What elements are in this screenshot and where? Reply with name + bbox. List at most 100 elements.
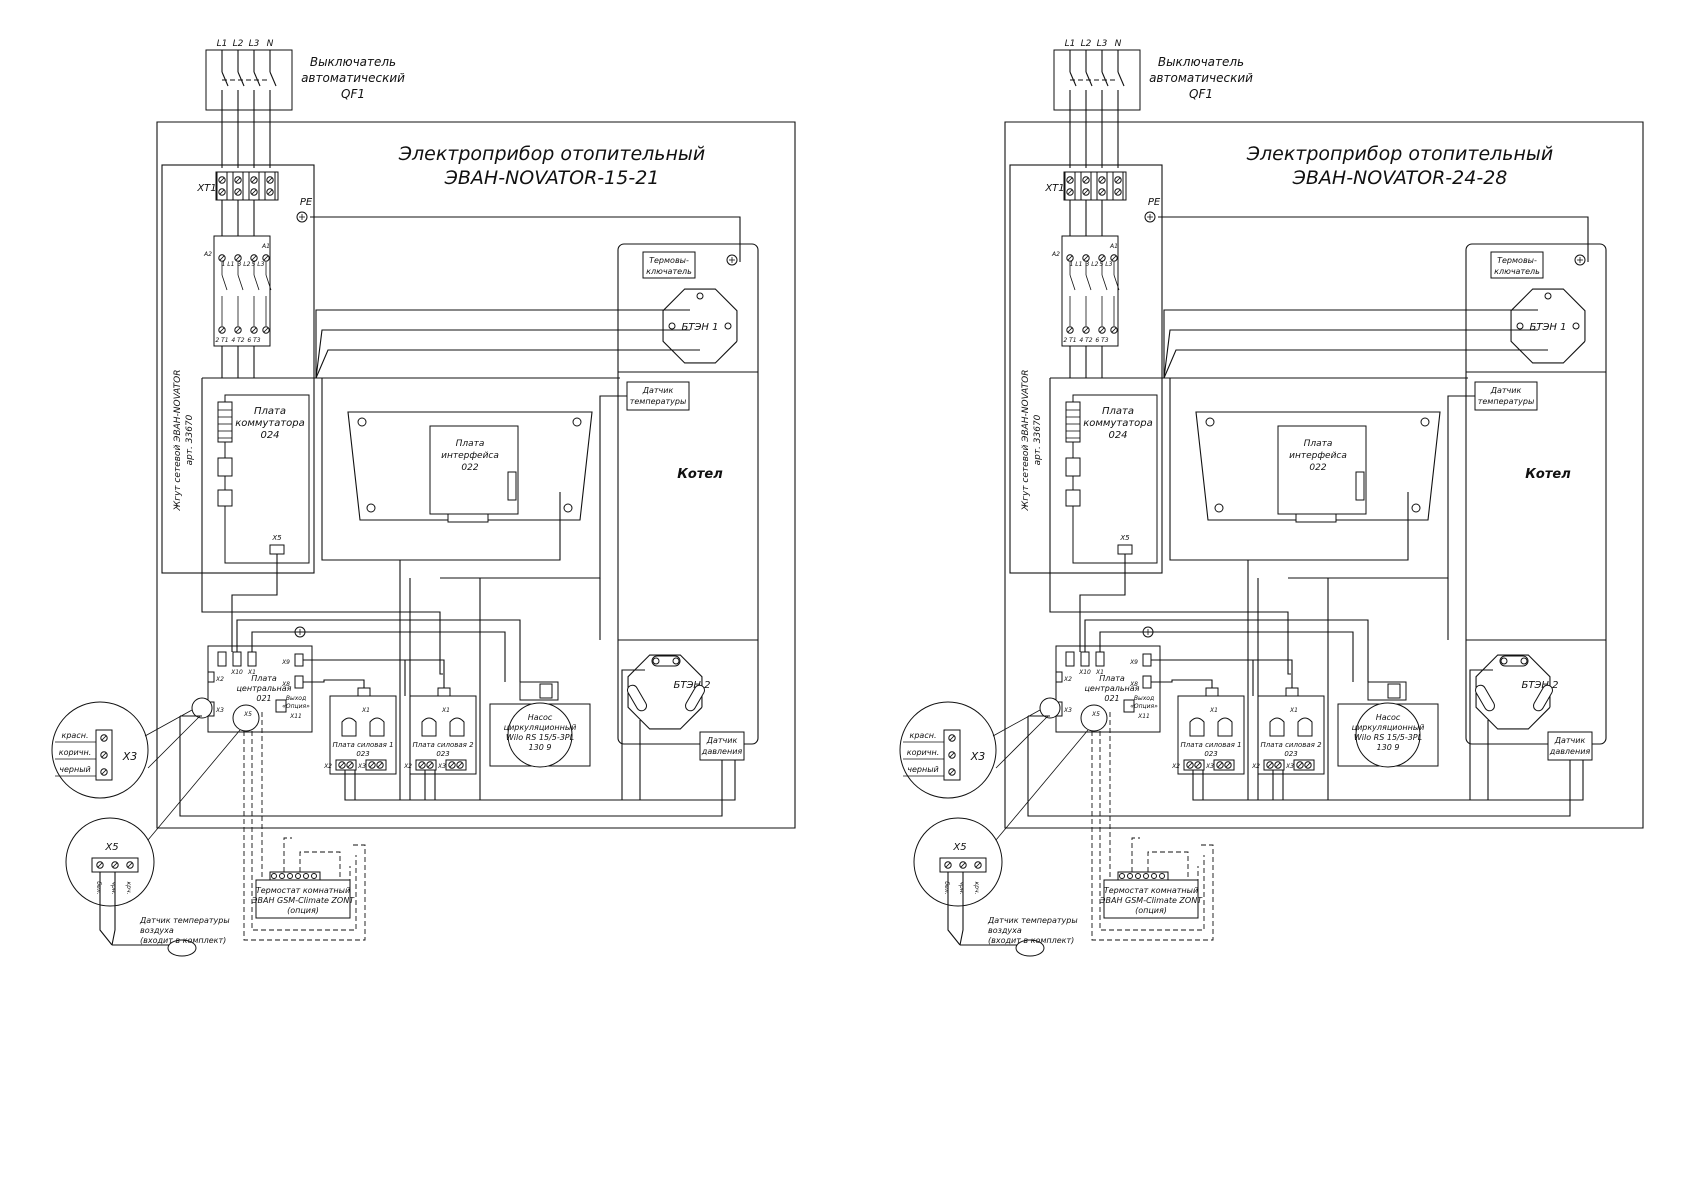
thermostat-pin bbox=[271, 873, 277, 879]
panel-screw bbox=[1205, 417, 1215, 427]
boiler-enclosure bbox=[617, 243, 759, 745]
contactor-l3: 5 L3 bbox=[1100, 261, 1113, 268]
power-board-1-label: Плата силовая 1 bbox=[1180, 741, 1241, 749]
contactor-l3: 5 L3 bbox=[252, 261, 265, 268]
air-sensor-label: воздуха bbox=[140, 926, 174, 935]
terminal-cell bbox=[1096, 171, 1108, 201]
air-sensor-icon bbox=[167, 939, 197, 957]
air-sensor-label: Датчик температуры bbox=[987, 916, 1078, 925]
supply-terminal-label: N bbox=[267, 39, 274, 49]
screw-slot bbox=[112, 862, 118, 868]
heater1-pin bbox=[668, 322, 676, 330]
power-board-2-label: 023 bbox=[1284, 750, 1297, 758]
appliance-title: Электроприбор отопительный bbox=[398, 143, 706, 165]
screw-slot bbox=[975, 862, 981, 868]
thermal-switch bbox=[642, 251, 696, 279]
breaker-contact bbox=[253, 71, 261, 87]
screw-slot bbox=[949, 752, 955, 758]
cb-x5-label: X5 bbox=[243, 711, 252, 718]
cb-conn-x9 bbox=[1142, 653, 1152, 667]
breaker-label-2: автоматический bbox=[301, 71, 405, 85]
harness-label: Жгут сетевой ЭВАН-NOVATOR bbox=[173, 370, 183, 512]
display-panel bbox=[1195, 411, 1441, 521]
air-sensor-label: Датчик температуры bbox=[139, 916, 230, 925]
thermostat-pin bbox=[1135, 873, 1141, 879]
power-board-1-relay bbox=[1217, 717, 1233, 737]
screw-slot bbox=[1275, 762, 1281, 768]
terminal-cell bbox=[216, 171, 228, 201]
heater2-link bbox=[1533, 684, 1553, 712]
thermostat-label: (опция) bbox=[1135, 906, 1167, 915]
supply-terminal-label: L2 bbox=[233, 39, 244, 49]
x5-conn-label: X5 bbox=[1119, 534, 1130, 542]
pump-label: Wilo RS 15/5-3PL bbox=[506, 733, 574, 742]
pump-label: 130 9 bbox=[529, 743, 552, 752]
power-board-1-x2-label: X2 bbox=[323, 763, 332, 770]
thermostat-wire bbox=[1147, 851, 1189, 880]
central-board-label: 021 bbox=[1104, 694, 1119, 703]
contactor-pole bbox=[237, 274, 244, 291]
central-board-label: центральная bbox=[236, 684, 291, 693]
power-board-1-x3 bbox=[365, 759, 387, 771]
power-board-1-label: 023 bbox=[1204, 750, 1217, 758]
contactor-t1: 2 T1 bbox=[1063, 337, 1076, 344]
terminal-cell bbox=[264, 171, 276, 201]
screw-slot bbox=[1111, 255, 1117, 261]
x8-wire bbox=[303, 679, 365, 688]
screw-slot bbox=[219, 189, 225, 195]
appliance-frame bbox=[156, 121, 796, 829]
power-board-2-relay bbox=[1297, 717, 1313, 737]
thermostat bbox=[1103, 879, 1199, 919]
contactor-pole bbox=[1101, 274, 1108, 291]
screw-slot bbox=[1067, 255, 1073, 261]
breaker-label-1: Выключатель bbox=[1158, 55, 1244, 69]
screw-slot bbox=[949, 735, 955, 741]
contactor-l2: 3 L2 bbox=[1086, 261, 1099, 268]
x3-callout-origin bbox=[191, 697, 213, 719]
screw-slot bbox=[219, 255, 225, 261]
pe-wire bbox=[1158, 216, 1589, 262]
x3-leader bbox=[144, 709, 193, 737]
x5-conn-label: X5 bbox=[271, 534, 282, 542]
breaker-label-3: QF1 bbox=[1189, 87, 1213, 101]
air-sensor-label: воздуха bbox=[988, 926, 1022, 935]
bus-wire bbox=[201, 378, 443, 675]
cb-wire bbox=[1084, 619, 1369, 682]
boiler-label: Котел bbox=[1525, 467, 1571, 482]
breaker-contact bbox=[1101, 71, 1109, 87]
breaker-contact bbox=[269, 71, 277, 87]
power-board-2-x1 bbox=[437, 687, 451, 697]
x3-wire-red: красн. bbox=[62, 731, 89, 740]
cb-x2-label: X2 bbox=[215, 676, 224, 683]
supply-terminal-label: L3 bbox=[1097, 39, 1108, 49]
terminal-cell bbox=[1080, 171, 1092, 201]
breaker-label-3: QF1 bbox=[341, 87, 365, 101]
panel-screw bbox=[1214, 503, 1224, 513]
thermal-switch-label: Термовы- bbox=[1497, 256, 1537, 265]
thermostat-label: Термостат комнатный bbox=[256, 886, 350, 895]
screw-slot bbox=[1067, 177, 1073, 183]
switch-board-conn bbox=[1065, 489, 1081, 507]
contactor-l2: 3 L2 bbox=[238, 261, 251, 268]
option-out-label: «Опция» bbox=[282, 703, 310, 710]
thermal-switch-label: ключатель bbox=[1494, 267, 1540, 276]
temp-sensor-wire bbox=[440, 395, 627, 579]
power-board-1-x2-label: X2 bbox=[1171, 763, 1180, 770]
interface-board-label: Плата bbox=[1304, 439, 1333, 449]
screw-slot bbox=[1115, 177, 1121, 183]
harness-art: арт. 33670 bbox=[185, 414, 195, 465]
screw-slot bbox=[1195, 762, 1201, 768]
thermostat-pin bbox=[295, 873, 301, 879]
breaker-contact bbox=[221, 71, 229, 87]
x3-callout-label: X3 bbox=[970, 750, 986, 763]
temp-sensor-label: Датчик bbox=[642, 386, 674, 395]
power-board-1-x2 bbox=[335, 759, 357, 771]
breaker-contact bbox=[1085, 71, 1093, 87]
screw-slot bbox=[1083, 255, 1089, 261]
thermostat-label: ЭВАН GSM-Climate ZONT bbox=[1099, 896, 1203, 905]
power-board-1-x1-label: X1 bbox=[361, 707, 370, 714]
breaker-contact bbox=[237, 71, 245, 87]
x3-wire-black: черный bbox=[907, 765, 938, 774]
x5-connector bbox=[269, 544, 285, 555]
